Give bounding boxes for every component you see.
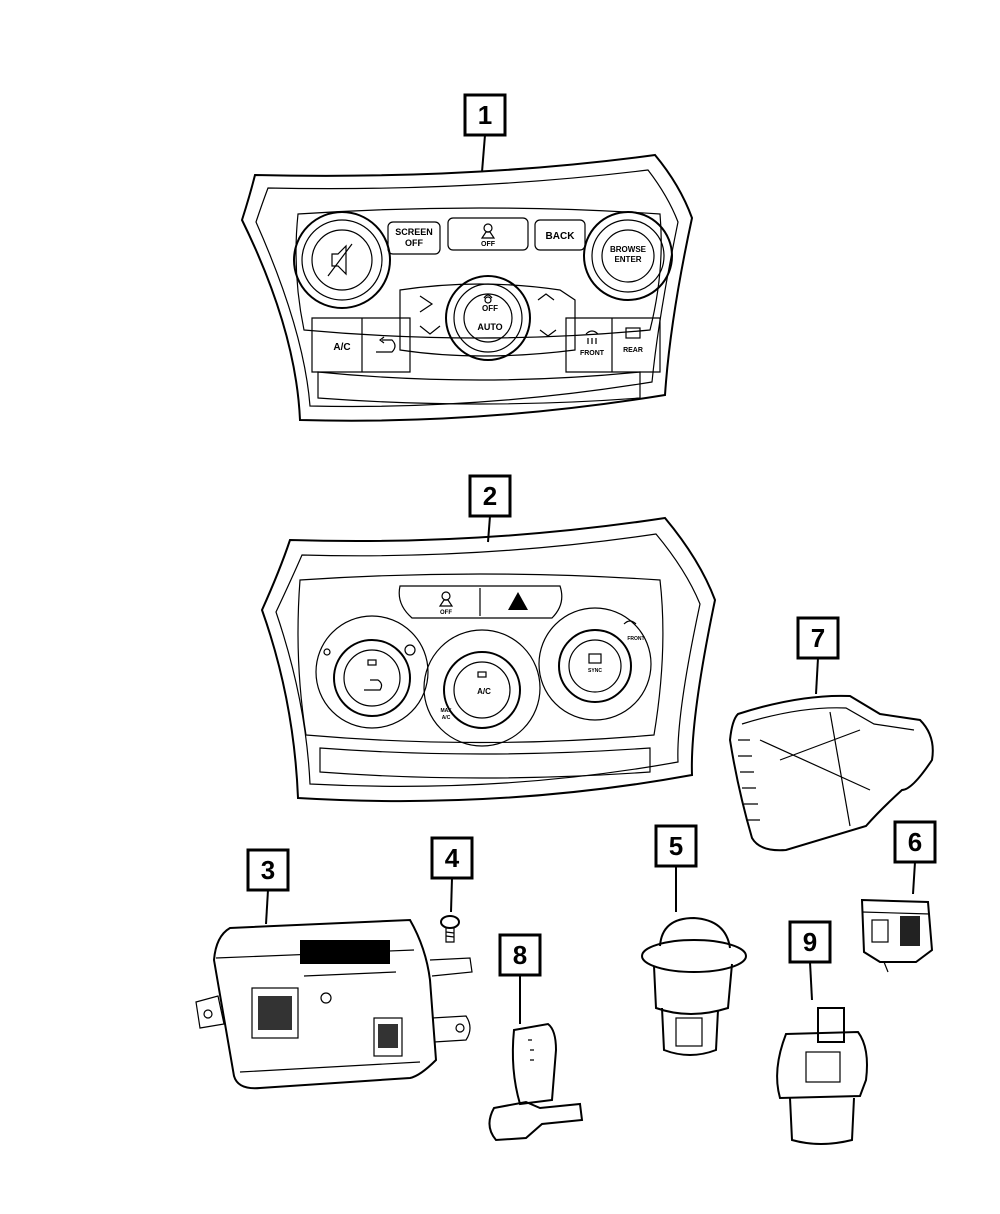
- callout-9: 9: [788, 920, 832, 1001]
- recirculation-icon: [376, 336, 396, 353]
- svg-text:4: 4: [445, 843, 460, 873]
- svg-text:SCREEN: SCREEN: [395, 227, 433, 237]
- callout-7: 7: [796, 616, 840, 695]
- screw: [440, 915, 460, 943]
- connector-switch: [860, 898, 934, 973]
- svg-text:9: 9: [803, 927, 817, 957]
- fan-icon: [404, 644, 416, 656]
- screen-off-button: [387, 221, 441, 255]
- mode-knob: SYNC FRONT: [538, 607, 652, 721]
- traction-off-icon: [480, 223, 496, 239]
- svg-text:OFF: OFF: [482, 304, 498, 313]
- svg-text:FRONT: FRONT: [627, 636, 644, 642]
- tune-knob: BROWSE ENTER: [583, 211, 673, 301]
- svg-text:6: 6: [908, 827, 922, 857]
- svg-text:FRONT: FRONT: [580, 350, 605, 357]
- svg-text:OFF: OFF: [405, 238, 423, 248]
- climate-control-panel-2: OFF A/C MAX A/C: [260, 516, 717, 803]
- back-button: [534, 219, 586, 251]
- display-module: [728, 694, 934, 852]
- rear-defrost-icon: [625, 327, 641, 339]
- callout-8: 8: [498, 933, 542, 1024]
- defrost-icon: [623, 620, 637, 625]
- mute-icon: [327, 243, 353, 277]
- callout-3: 3: [246, 848, 290, 925]
- callout-2: 2: [468, 474, 512, 543]
- svg-text:2: 2: [483, 481, 497, 511]
- svg-text:A/C: A/C: [442, 715, 451, 721]
- callout-1: 1: [463, 93, 507, 173]
- control-module: [195, 918, 473, 1090]
- svg-text:3: 3: [261, 855, 275, 885]
- sensor: [488, 1022, 584, 1142]
- svg-text:AUTO: AUTO: [477, 322, 502, 332]
- svg-text:5: 5: [669, 831, 683, 861]
- traction-off-button: [447, 217, 529, 251]
- svg-text:1: 1: [478, 100, 492, 130]
- recirculation-icon: [364, 679, 383, 691]
- volume-knob: [293, 211, 391, 309]
- svg-text:A/C: A/C: [477, 687, 491, 696]
- svg-text:OFF: OFF: [481, 241, 496, 248]
- svg-text:REAR: REAR: [623, 347, 643, 354]
- svg-text:A/C: A/C: [333, 342, 350, 353]
- svg-text:OFF: OFF: [440, 610, 452, 616]
- hazard-icon: [508, 592, 528, 610]
- enter-label: ENTER: [614, 255, 641, 264]
- callout-5: 5: [654, 824, 698, 912]
- svg-text:BACK: BACK: [546, 231, 576, 242]
- svg-text:MAX: MAX: [440, 708, 452, 714]
- connector-socket: [776, 1007, 868, 1145]
- sensor-dome: [641, 916, 747, 1056]
- fan-icon: [483, 294, 493, 304]
- callout-4: 4: [430, 836, 474, 913]
- svg-text:7: 7: [811, 623, 825, 653]
- center-fan-knob: OFF AUTO: [445, 275, 531, 361]
- traction-off-icon: [438, 591, 454, 607]
- temperature-knob: A/C MAX A/C: [423, 629, 541, 747]
- svg-text:SYNC: SYNC: [588, 668, 602, 674]
- callout-6: 6: [893, 820, 937, 895]
- defrost-icon: [585, 330, 599, 344]
- svg-text:8: 8: [513, 940, 527, 970]
- fan-speed-knob: [315, 615, 429, 729]
- browse-label: BROWSE: [610, 245, 647, 254]
- climate-control-panel-1: BROWSE ENTER SCREEN OFF OFF BACK: [240, 153, 694, 422]
